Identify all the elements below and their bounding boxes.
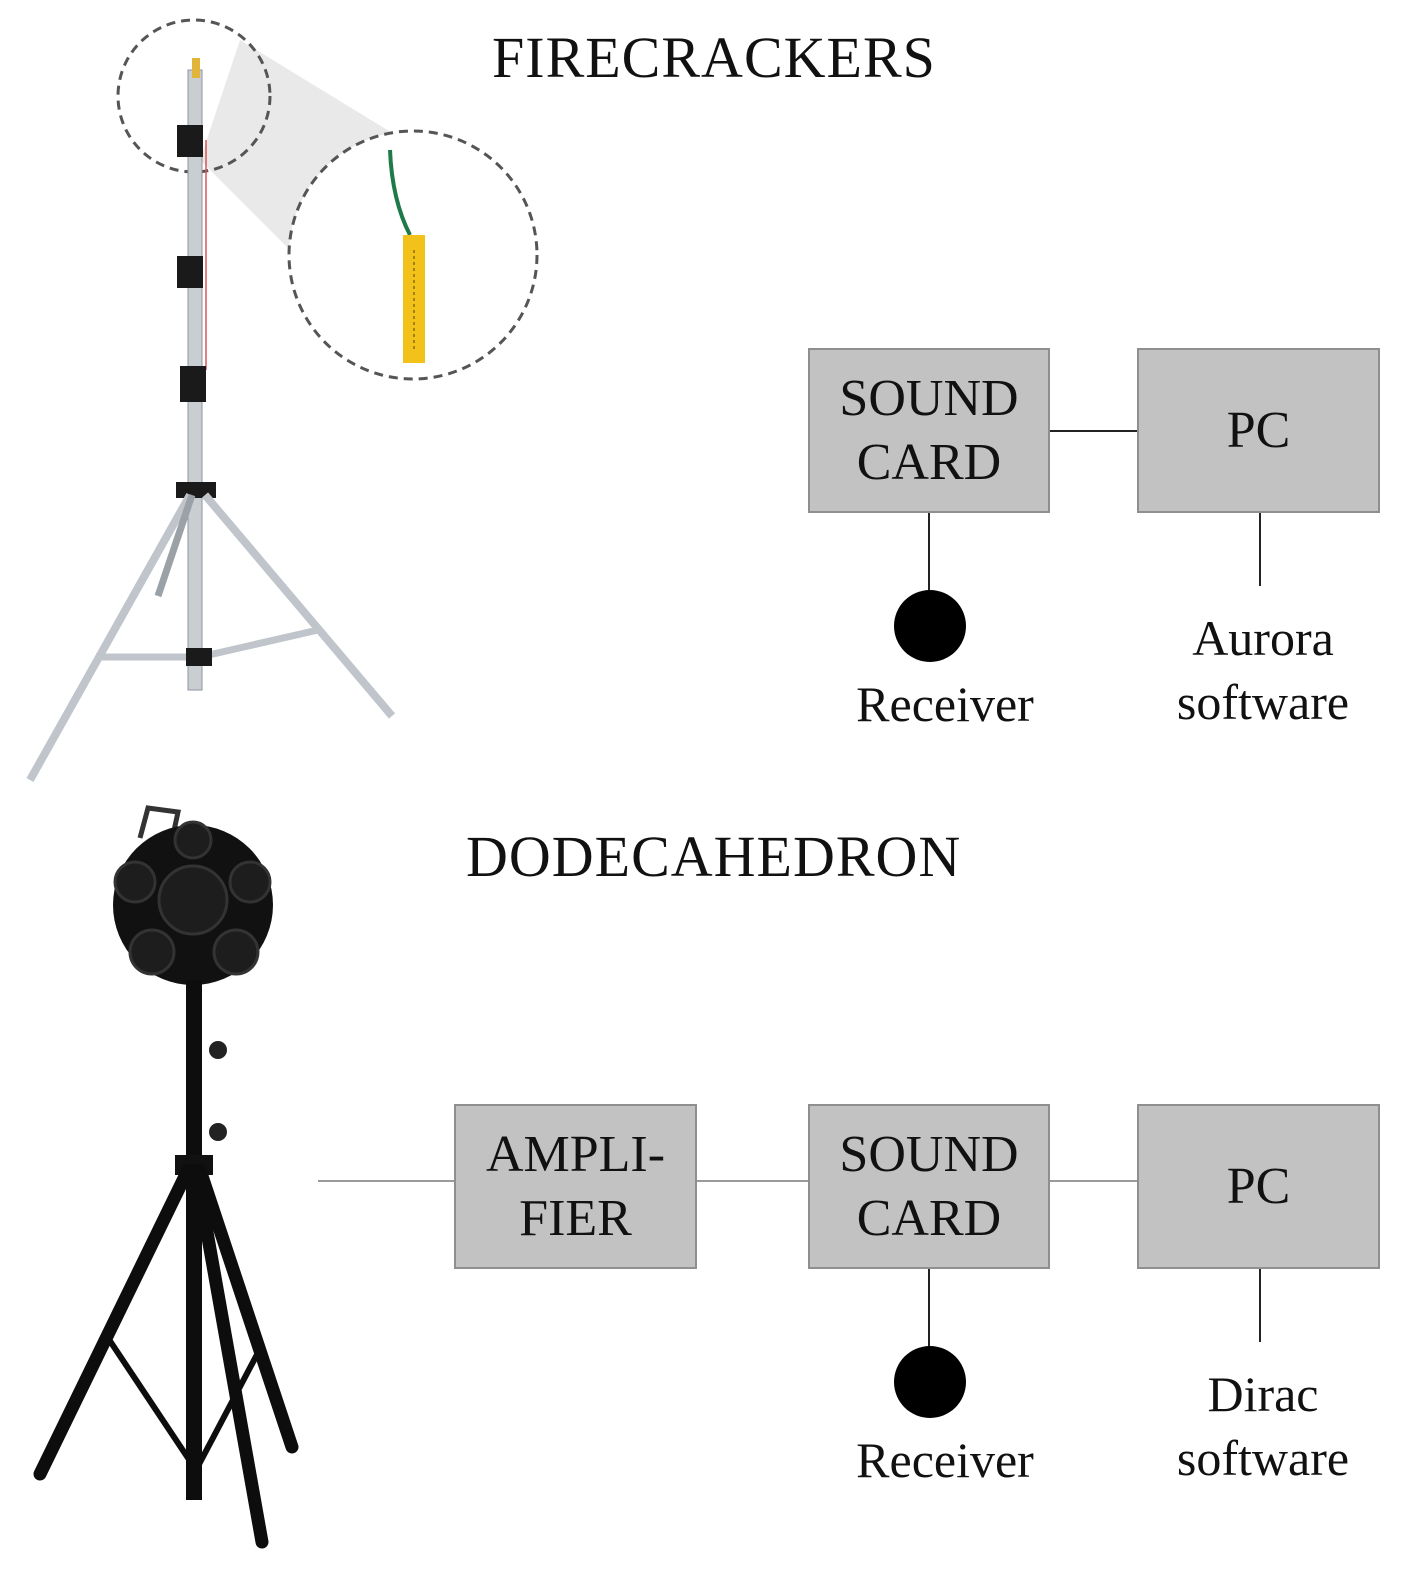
tripod-leg-left xyxy=(26,493,194,782)
zoom-source-circle xyxy=(116,18,272,174)
sound-card-box-1: SOUND CARD xyxy=(808,348,1050,513)
receiver-label-1: Receiver xyxy=(856,676,1034,732)
tripod-leg-back xyxy=(154,493,196,598)
dodecahedron-title: DODECAHEDRON xyxy=(466,824,962,889)
software-line1: Dirac xyxy=(1207,1366,1319,1422)
dodecahedron-speaker-photo xyxy=(33,805,299,1549)
connector-soundcard-receiver-2 xyxy=(928,1269,930,1347)
sound-card-line2: CARD xyxy=(856,1189,1002,1247)
software-label-2: Dirac software xyxy=(1140,1362,1386,1490)
sound-card-box-2: SOUND CARD xyxy=(808,1104,1050,1269)
software-label-1: Aurora software xyxy=(1140,606,1386,734)
speaker-leg-front xyxy=(189,1163,269,1549)
speaker-leg-right xyxy=(193,1163,299,1454)
pc-label: PC xyxy=(1226,1157,1291,1215)
pc-label: PC xyxy=(1226,401,1291,459)
firecrackers-title: FIRECRACKERS xyxy=(492,25,936,90)
tripod-leg-right xyxy=(201,492,396,719)
software-line2: software xyxy=(1176,1430,1350,1486)
connector-pc-software-1 xyxy=(1259,513,1261,586)
connector-soundcard-pc-2 xyxy=(1050,1180,1138,1182)
receiver-icon-1 xyxy=(894,590,966,662)
connector-soundcard-receiver-1 xyxy=(928,513,930,591)
amplifier-line1: AMPLI- xyxy=(485,1125,666,1183)
firecracker-tripod-photo xyxy=(26,18,539,782)
fuse-icon xyxy=(388,149,412,236)
connector-pc-software-2 xyxy=(1259,1269,1261,1342)
amplifier-line2: FIER xyxy=(519,1189,632,1247)
receiver-label-2: Receiver xyxy=(856,1432,1034,1488)
connector-amplifier-soundcard xyxy=(697,1180,809,1182)
software-line2: software xyxy=(1176,674,1350,730)
amplifier-box: AMPLI- FIER xyxy=(454,1104,697,1269)
receiver-icon-2 xyxy=(894,1346,966,1418)
connector-speaker-amplifier xyxy=(318,1180,455,1182)
sound-card-line2: CARD xyxy=(856,433,1002,491)
sound-card-line1: SOUND xyxy=(839,369,1019,427)
connector-soundcard-pc-1 xyxy=(1050,430,1138,432)
software-line1: Aurora xyxy=(1192,610,1334,666)
speaker-stand-pole xyxy=(186,980,202,1500)
pc-box-1: PC xyxy=(1137,348,1380,513)
pc-box-2: PC xyxy=(1137,1104,1380,1269)
sound-card-line1: SOUND xyxy=(839,1125,1019,1183)
speaker-leg-left xyxy=(33,1163,195,1481)
